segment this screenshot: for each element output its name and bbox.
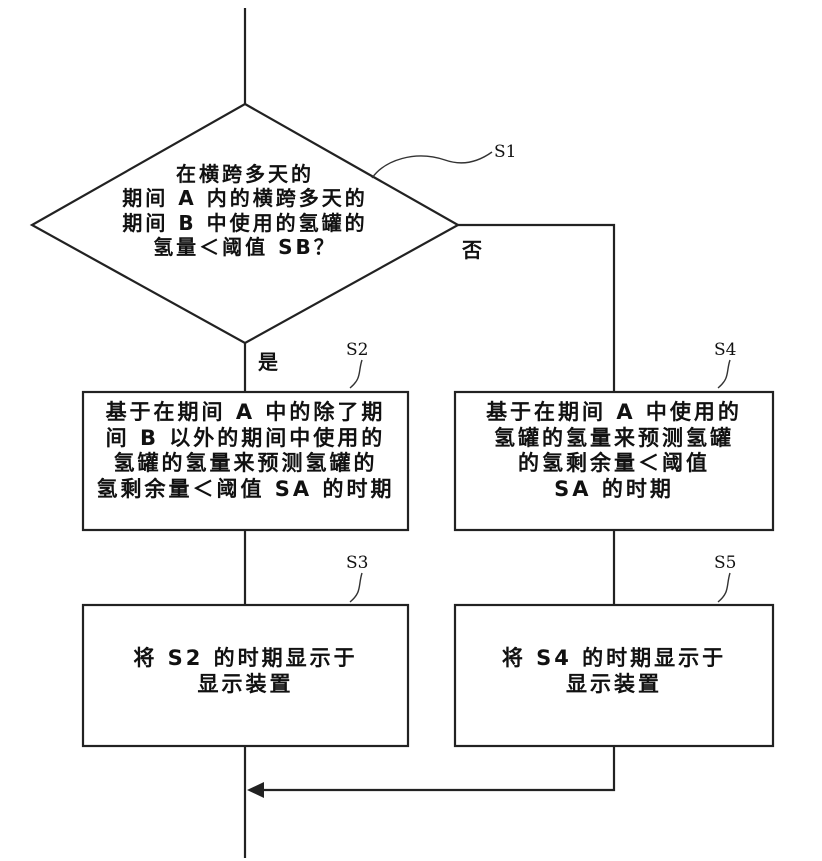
- step-id-s5: S5: [714, 553, 736, 573]
- step-s2-text: 基于在期间 A 中的除了期 间 B 以外的期间中使用的 氢罐的氢量来预测氢罐的 …: [83, 400, 408, 502]
- step-s4-text: 基于在期间 A 中使用的 氢罐的氢量来预测氢罐 的氢剩余量＜阈值 SA 的时期: [455, 400, 773, 502]
- step-s3-text: 将 S2 的时期显示于 显示装置: [83, 646, 408, 697]
- merge-arrowhead: [247, 782, 264, 798]
- step-s5-text: 将 S4 的时期显示于 显示装置: [455, 646, 773, 697]
- leader-s5: [718, 573, 730, 602]
- step-id-s2: S2: [346, 340, 368, 360]
- leader-s3: [350, 573, 362, 602]
- leader-s2: [350, 360, 362, 388]
- flow-line-merge: [252, 746, 614, 790]
- branch-label-no: 否: [462, 234, 482, 263]
- step-id-s1: S1: [494, 142, 516, 162]
- step-id-s3: S3: [346, 553, 368, 573]
- branch-label-yes: 是: [258, 346, 278, 375]
- step-id-s4: S4: [714, 340, 736, 360]
- decision-s1-text: 在横跨多天的 期间 A 内的横跨多天的 期间 B 中使用的氢罐的 氢量＜阈值 S…: [95, 162, 395, 260]
- leader-s4: [718, 360, 730, 388]
